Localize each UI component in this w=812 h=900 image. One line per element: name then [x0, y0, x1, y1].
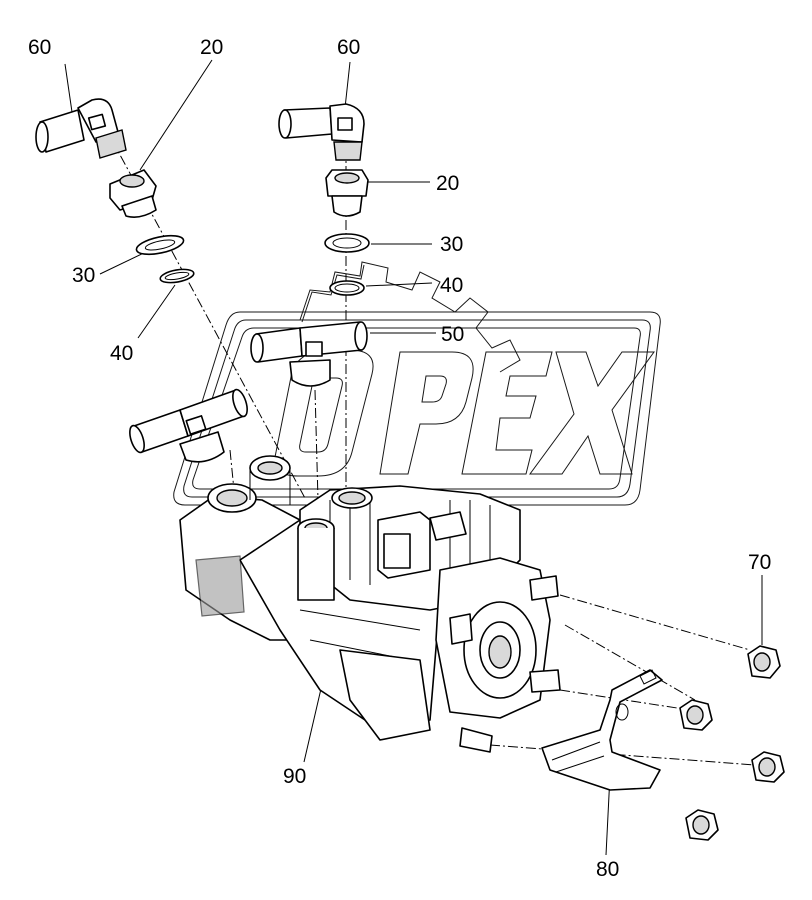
callout-50: 50: [441, 323, 464, 346]
adapter-20-right: [325, 169, 369, 217]
tee-fitting-50-lower: [129, 388, 248, 463]
adapter-20-left: [109, 169, 157, 218]
washer-30-left: [135, 234, 185, 256]
callout-labels: 60 20 60 20 30 30 40 40 50 70 90 80: [28, 36, 771, 881]
o-ring-40-left: [159, 268, 195, 284]
elbow-fitting-60-left: [35, 98, 127, 159]
washer-30-right: [324, 233, 370, 253]
valve-body-90: [179, 455, 561, 753]
callout-30-left: 30: [72, 264, 95, 287]
callout-40-right: 40: [440, 274, 463, 297]
callout-20-left: 20: [200, 36, 223, 59]
callout-30-right: 30: [440, 233, 463, 256]
callout-90: 90: [283, 765, 306, 788]
opex-watermark-logo: [173, 261, 661, 506]
leader-lines: [64, 59, 763, 856]
callout-20-right: 20: [436, 172, 459, 195]
elbow-fitting-60-right: [278, 103, 365, 161]
bracket-80: [541, 669, 663, 791]
callout-60-right: 60: [337, 36, 360, 59]
flange-nuts-70: [679, 645, 785, 841]
callout-70: 70: [748, 551, 771, 574]
callout-60-left: 60: [28, 36, 51, 59]
callout-80: 80: [596, 858, 619, 881]
o-ring-40-right: [329, 280, 365, 296]
callout-40-left: 40: [110, 342, 133, 365]
tee-fitting-50-upper: [250, 321, 368, 387]
